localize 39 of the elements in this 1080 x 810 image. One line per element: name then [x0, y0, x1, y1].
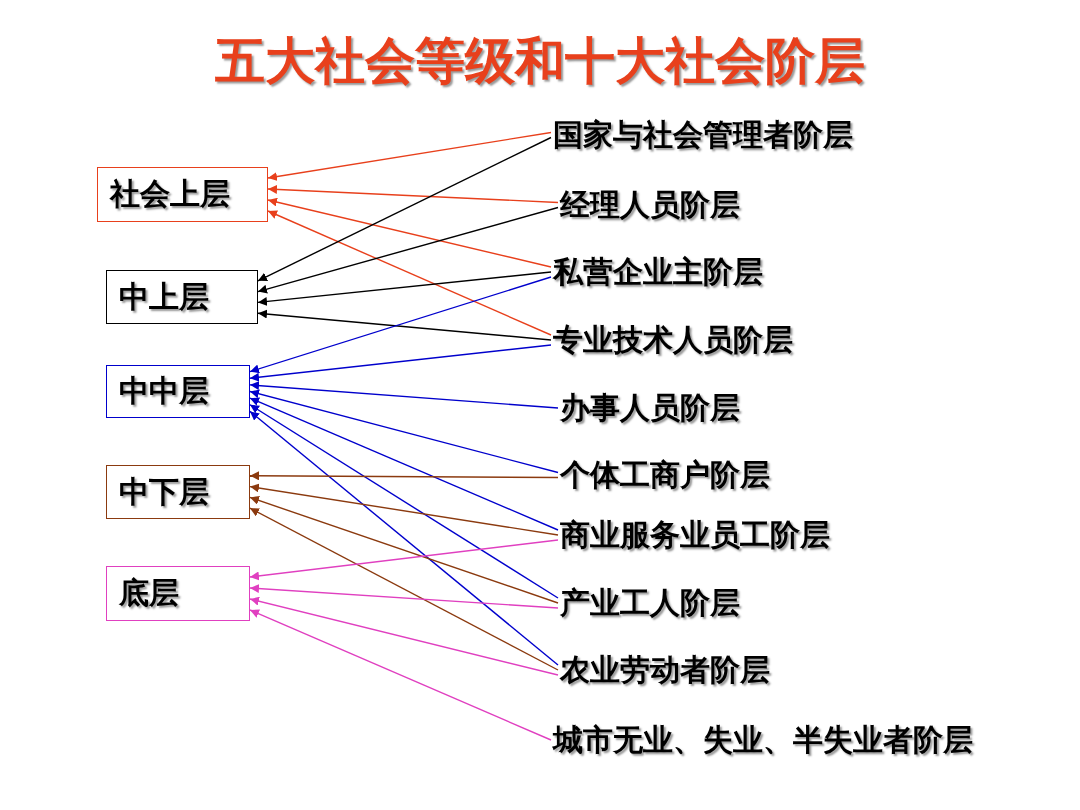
arrow	[249, 381, 559, 409]
arrow	[249, 344, 552, 382]
arrow	[257, 309, 552, 341]
arrow	[249, 496, 559, 604]
arrow	[249, 410, 559, 666]
arrow	[249, 471, 559, 481]
arrow	[249, 404, 559, 599]
stratum-label: 商业服务业员工阶层	[560, 515, 830, 555]
level-box: 中中层	[106, 365, 250, 418]
arrow	[267, 184, 559, 204]
stratum-label: 国家与社会管理者阶层	[553, 115, 853, 155]
arrow	[267, 210, 552, 336]
stratum-label: 专业技术人员阶层	[553, 320, 793, 360]
level-box: 社会上层	[97, 167, 268, 222]
title: 五大社会等级和十大社会阶层	[214, 32, 866, 91]
stratum-label: 办事人员阶层	[560, 388, 740, 428]
arrow	[257, 136, 552, 282]
arrow	[249, 507, 559, 671]
arrow	[249, 539, 559, 581]
arrow	[267, 197, 552, 268]
stratum-label: 城市无业、失业、半失业者阶层	[553, 720, 973, 760]
stratum-label: 私营企业主阶层	[553, 252, 763, 292]
stratum-label: 经理人员阶层	[560, 185, 740, 225]
stratum-label: 农业劳动者阶层	[560, 650, 770, 690]
arrow	[249, 483, 559, 536]
level-box: 底层	[106, 566, 250, 621]
arrow	[257, 271, 552, 306]
arrow	[249, 397, 559, 531]
stratum-label: 产业工人阶层	[560, 583, 740, 623]
arrow	[257, 206, 559, 294]
level-box: 中上层	[106, 270, 258, 324]
level-box: 中下层	[106, 465, 250, 519]
arrow	[249, 584, 559, 609]
stratum-label: 个体工商户阶层	[560, 455, 770, 495]
arrow	[249, 609, 552, 741]
arrow	[249, 596, 559, 676]
arrow	[249, 276, 552, 374]
arrow	[267, 131, 552, 181]
arrow	[249, 389, 559, 474]
